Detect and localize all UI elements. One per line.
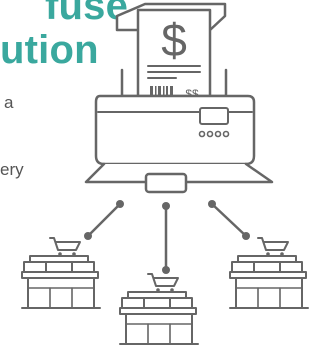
shopping-cart-icon: [49, 237, 81, 256]
receipt-icon: $ $$: [115, 2, 227, 112]
network-connectors: [84, 200, 250, 274]
store-icon: [229, 237, 309, 309]
shopping-cart-icon: [257, 237, 289, 256]
scanner-icon: [84, 68, 274, 194]
barcode-icon: [150, 86, 173, 98]
headline-line-2: ution: [0, 28, 99, 72]
store-icon: [21, 237, 101, 309]
body-text-line-2: ery: [0, 160, 24, 179]
shopping-cart-icon: [147, 273, 179, 292]
body-text-line-1: a: [4, 93, 14, 112]
store-icon: [119, 273, 199, 345]
dollar-symbol: $: [161, 14, 187, 66]
headline-line-1: fuse: [45, 0, 129, 28]
